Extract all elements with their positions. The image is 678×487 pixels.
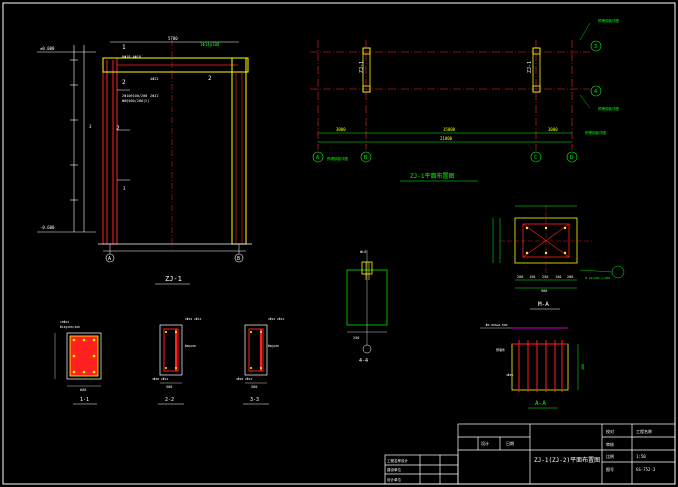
svg-text:预埋钢板详图: 预埋钢板详图 [598, 106, 619, 111]
plan-dim-total: 21000 [440, 136, 453, 141]
title-block [384, 423, 676, 485]
mm-dim-total: 900 [541, 289, 547, 293]
section-1-1: 600 Φ14@100/200 10Φ22 1-1 [54, 320, 102, 405]
svg-text:3: 3 [89, 124, 92, 129]
svg-text:±0.000: ±0.000 [40, 46, 55, 51]
section-22-dim: 500 [166, 385, 172, 389]
svg-text:预埋钢板详图: 预埋钢板详图 [585, 130, 606, 135]
svg-text:4Φ20 2Φ14: 4Φ20 2Φ14 [236, 377, 252, 381]
svg-text:4Φ22: 4Φ22 [150, 77, 158, 81]
section-11-dim: 600 [80, 388, 86, 392]
tb-left-row-2: 设计单位 [387, 477, 401, 482]
tb-checker: 校对 [606, 428, 614, 434]
svg-text:预埋件: 预埋件 [496, 347, 505, 352]
svg-text:4Φ25: 4Φ25 [506, 373, 513, 377]
tb-sheet-label: 图号 [606, 466, 614, 472]
tb-drawing-name: ZJ-1(ZJ-2)平面布置图 [534, 456, 600, 464]
section-m-a: 200 150 250 150 200 900 M-12x200 L=300 M… [492, 205, 625, 310]
frame-axis-b-label: B [237, 256, 240, 262]
plan-axis-b: B [364, 155, 367, 161]
svg-text:2: 2 [122, 79, 126, 86]
svg-text:ΦL6: ΦL6 [360, 250, 366, 254]
svg-text:2: 2 [116, 125, 120, 132]
svg-text:2: 2 [208, 75, 212, 82]
svg-text:2Φ22 2Φ14: 2Φ22 2Φ14 [268, 317, 284, 321]
plan-axis-a: A [316, 155, 319, 161]
svg-text:预埋钢板详图: 预埋钢板详图 [598, 18, 619, 23]
mm-dim-1: 150 [529, 275, 535, 279]
plan-dim-mid: 15000 [443, 127, 456, 132]
svg-text:Φ8@100/200(2): Φ8@100/200(2) [122, 99, 149, 103]
svg-text:2Φ22 2Φ14: 2Φ22 2Φ14 [185, 317, 201, 321]
svg-text:M-12x200 L=300: M-12x200 L=300 [585, 276, 610, 280]
tb-project-label: 工程名称 [636, 428, 652, 434]
svg-text:300: 300 [581, 364, 585, 370]
plan-dim-left: 3000 [336, 127, 346, 132]
plan-layout: ZJ-1 ZJ-1 3 4 预埋钢板详图 预埋钢板详图 3000 15000 3… [310, 18, 619, 182]
plan-axis-4: 4 [594, 89, 597, 95]
title-block-text: 设计 日期 校对 审核 比例 图号 1:50 GS-752-3 工程名称 ZJ-… [387, 428, 656, 482]
plan-axis-d: D [570, 155, 573, 161]
svg-text:Φ14@100/200: Φ14@100/200 [60, 325, 80, 329]
plan-col-right-label: ZJ-1 [527, 61, 533, 73]
svg-text:8Φ18 4Φ18: 8Φ18 4Φ18 [122, 55, 141, 59]
section-44-title: 4-4 [359, 358, 368, 364]
frame-axis-a-label: A [108, 256, 111, 262]
plan-axis-3: 3 [594, 44, 597, 50]
svg-text:Φ8@100: Φ8@100 [185, 344, 196, 348]
section-11-title: 1-1 [80, 397, 89, 403]
section-aa-title: A-A [535, 400, 546, 407]
mm-dim-3: 150 [555, 275, 561, 279]
section-33-title: 3-3 [250, 397, 259, 403]
section-44-dim: 250 [353, 336, 359, 340]
svg-text:1Φ14@100: 1Φ14@100 [200, 42, 220, 47]
section-33-dim: 500 [251, 385, 257, 389]
plan-view-title: ZJ-1平面布置图 [410, 172, 454, 180]
tb-designer: 设计 [481, 440, 489, 446]
section-mm-title: M-A [538, 301, 549, 308]
section-3-3: 500 2Φ22 2Φ14 Φ8@100 4Φ20 2Φ14 3-3 [236, 317, 284, 405]
mm-dim-2: 250 [542, 275, 548, 279]
svg-text:Φ8@100: Φ8@100 [268, 344, 279, 348]
mm-dim-0: 200 [517, 275, 523, 279]
svg-text:4Φ20 2Φ14: 4Φ20 2Φ14 [152, 377, 168, 381]
svg-text:10Φ22: 10Φ22 [60, 320, 69, 324]
frame-top-dim: 5700 [168, 36, 178, 41]
section-2-2: 500 2Φ22 2Φ14 Φ8@100 4Φ20 2Φ14 2-2 [152, 317, 201, 405]
svg-text:预埋钢板详图: 预埋钢板详图 [327, 156, 348, 161]
section-4-4: 250 ΦL6 4-4 [346, 250, 388, 364]
tb-scale: 比例 [606, 453, 614, 459]
svg-text:3: 3 [123, 186, 126, 191]
frame-elevation: ±0.000 -0.600 A B [37, 36, 252, 285]
frame-view-title: ZJ-1 [165, 275, 182, 283]
section-a-a: -Φ0.000±0.000 预埋件 4Φ25 300 A-A [480, 323, 585, 409]
plan-axis-c: C [534, 155, 537, 161]
svg-text:2Φ10@100/200: 2Φ10@100/200 [122, 94, 147, 98]
section-22-title: 2-2 [165, 397, 174, 403]
svg-text:1: 1 [122, 44, 126, 51]
tb-sheet-no: GS-752-3 [636, 467, 656, 472]
svg-text:-Φ0.000±0.000: -Φ0.000±0.000 [484, 323, 508, 327]
plan-col-left-label: ZJ-1 [359, 61, 365, 73]
mm-dim-4: 200 [567, 275, 573, 279]
tb-left-row-1: 建设单位 [387, 467, 401, 472]
tb-approver: 审核 [606, 441, 614, 447]
tb-drawing-no: 1:50 [636, 454, 646, 459]
tb-left-row-0: 工程名称设计 [387, 458, 408, 463]
svg-text:2Φ22: 2Φ22 [150, 94, 158, 98]
tb-date: 日期 [506, 440, 514, 446]
svg-text:-0.600: -0.600 [40, 225, 55, 230]
plan-dim-right: 3000 [548, 127, 558, 132]
